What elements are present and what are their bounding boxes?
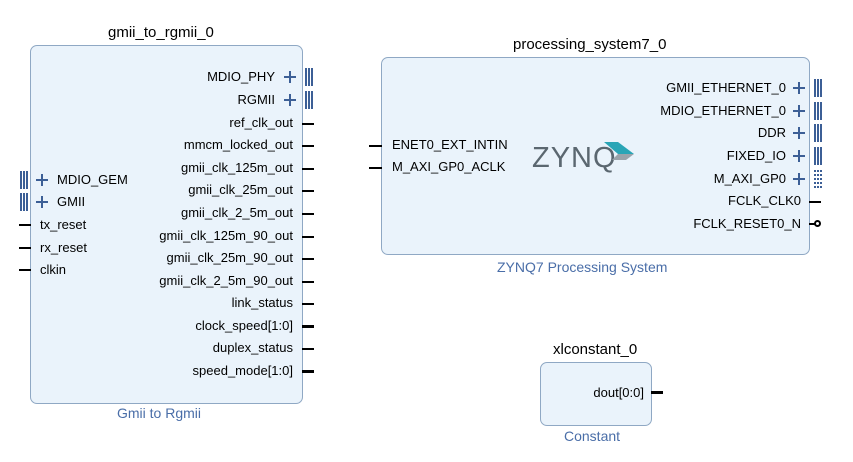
port-pin[interactable] [302, 123, 314, 125]
expand-plus-icon[interactable] [36, 174, 48, 186]
port-pin[interactable] [302, 258, 314, 260]
interface-bus-icon [814, 147, 823, 165]
port-bus-pin[interactable] [651, 391, 663, 394]
port-pin[interactable] [19, 224, 31, 226]
gmii-instance-name: gmii_to_rgmii_0 [108, 24, 214, 41]
port-gmii-ethernet-0[interactable]: GMII_ETHERNET_0 [666, 80, 786, 95]
port-enet0-ext-intin[interactable]: ENET0_EXT_INTIN [392, 137, 508, 152]
port-pin[interactable] [369, 145, 382, 147]
inverted-output-bubble-icon [814, 220, 821, 227]
interface-bus-icon [814, 79, 823, 97]
port-mdio-ethernet-0[interactable]: MDIO_ETHERNET_0 [660, 103, 786, 118]
xlconst-block-title: Constant [564, 428, 621, 444]
zynq-logo-swoosh-icon [604, 142, 634, 160]
port-speed-mode[interactable]: speed_mode[1:0] [192, 363, 293, 378]
gmii-block-title: Gmii to Rgmii [117, 405, 202, 421]
port-mdio-phy[interactable]: MDIO_PHY [207, 69, 275, 84]
port-bus-pin[interactable] [302, 325, 314, 328]
gmii-to-rgmii-block[interactable] [30, 45, 303, 404]
port-pin[interactable] [302, 348, 314, 350]
interface-bus-icon [20, 171, 29, 189]
interface-bus-icon [305, 91, 314, 109]
port-pin[interactable] [809, 223, 815, 225]
interface-bus-icon [305, 68, 314, 86]
expand-plus-icon[interactable] [284, 94, 296, 106]
ps7-instance-name: processing_system7_0 [513, 36, 667, 53]
port-gmii[interactable]: GMII [57, 194, 86, 209]
port-pin[interactable] [302, 303, 314, 305]
port-pin[interactable] [302, 168, 314, 170]
zynq-logo-text: ZYNQ [532, 142, 617, 174]
port-pin[interactable] [369, 167, 382, 169]
xlconst-instance-name: xlconstant_0 [553, 341, 638, 358]
port-link-status[interactable]: link_status [231, 295, 293, 310]
interface-bus-icon [20, 193, 29, 211]
port-ref-clk-out[interactable]: ref_clk_out [229, 115, 293, 130]
expand-plus-icon[interactable] [36, 196, 48, 208]
port-mmcm-locked-out[interactable]: mmcm_locked_out [183, 137, 293, 152]
expand-plus-icon[interactable] [793, 173, 805, 185]
port-gmii-clk-125m-out[interactable]: gmii_clk_125m_out [180, 160, 293, 175]
ps7-block-title: ZYNQ7 Processing System [497, 259, 668, 275]
port-bus-pin[interactable] [302, 370, 314, 373]
port-fclk-reset0-n[interactable]: FCLK_RESET0_N [693, 216, 801, 231]
port-clock-speed[interactable]: clock_speed[1:0] [195, 318, 293, 333]
expand-plus-icon[interactable] [793, 127, 805, 139]
port-gmii-clk-125m-90-out[interactable]: gmii_clk_125m_90_out [159, 228, 293, 243]
expand-plus-icon[interactable] [793, 105, 805, 117]
port-pin[interactable] [302, 236, 314, 238]
port-gmii-clk-2-5m-out[interactable]: gmii_clk_2_5m_out [180, 205, 293, 220]
interface-bus-icon [814, 124, 823, 142]
port-pin[interactable] [19, 269, 31, 271]
port-ddr[interactable]: DDR [757, 125, 786, 140]
port-rx-reset[interactable]: rx_reset [40, 240, 87, 255]
expand-plus-icon[interactable] [793, 150, 805, 162]
port-pin[interactable] [302, 281, 314, 283]
port-gmii-clk-25m-out[interactable]: gmii_clk_25m_out [188, 182, 293, 197]
port-rgmii[interactable]: RGMII [237, 92, 275, 107]
port-pin[interactable] [19, 247, 31, 249]
zynq7-processing-system-block[interactable] [381, 57, 810, 255]
port-pin[interactable] [302, 190, 314, 192]
port-fclk-clk0[interactable]: FCLK_CLK0 [728, 193, 801, 208]
port-fixed-io[interactable]: FIXED_IO [726, 148, 786, 163]
port-pin[interactable] [302, 145, 314, 147]
port-pin[interactable] [302, 213, 314, 215]
constant-block[interactable] [540, 362, 652, 426]
interface-bus-dotted-icon [814, 170, 823, 188]
port-dout[interactable]: dout[0:0] [593, 385, 644, 400]
port-gmii-clk-25m-90-out[interactable]: gmii_clk_25m_90_out [166, 250, 293, 265]
port-m-axi-gp0[interactable]: M_AXI_GP0 [713, 171, 786, 186]
interface-bus-icon [814, 102, 823, 120]
port-clkin[interactable]: clkin [40, 262, 67, 277]
port-pin[interactable] [809, 201, 821, 203]
port-duplex-status[interactable]: duplex_status [212, 340, 293, 355]
expand-plus-icon[interactable] [284, 71, 296, 83]
port-gmii-clk-2-5m-90-out[interactable]: gmii_clk_2_5m_90_out [159, 273, 293, 288]
port-mdio-gem[interactable]: MDIO_GEM [57, 172, 128, 187]
port-m-axi-gp0-aclk[interactable]: M_AXI_GP0_ACLK [392, 159, 506, 174]
expand-plus-icon[interactable] [793, 82, 805, 94]
port-tx-reset[interactable]: tx_reset [40, 217, 87, 232]
